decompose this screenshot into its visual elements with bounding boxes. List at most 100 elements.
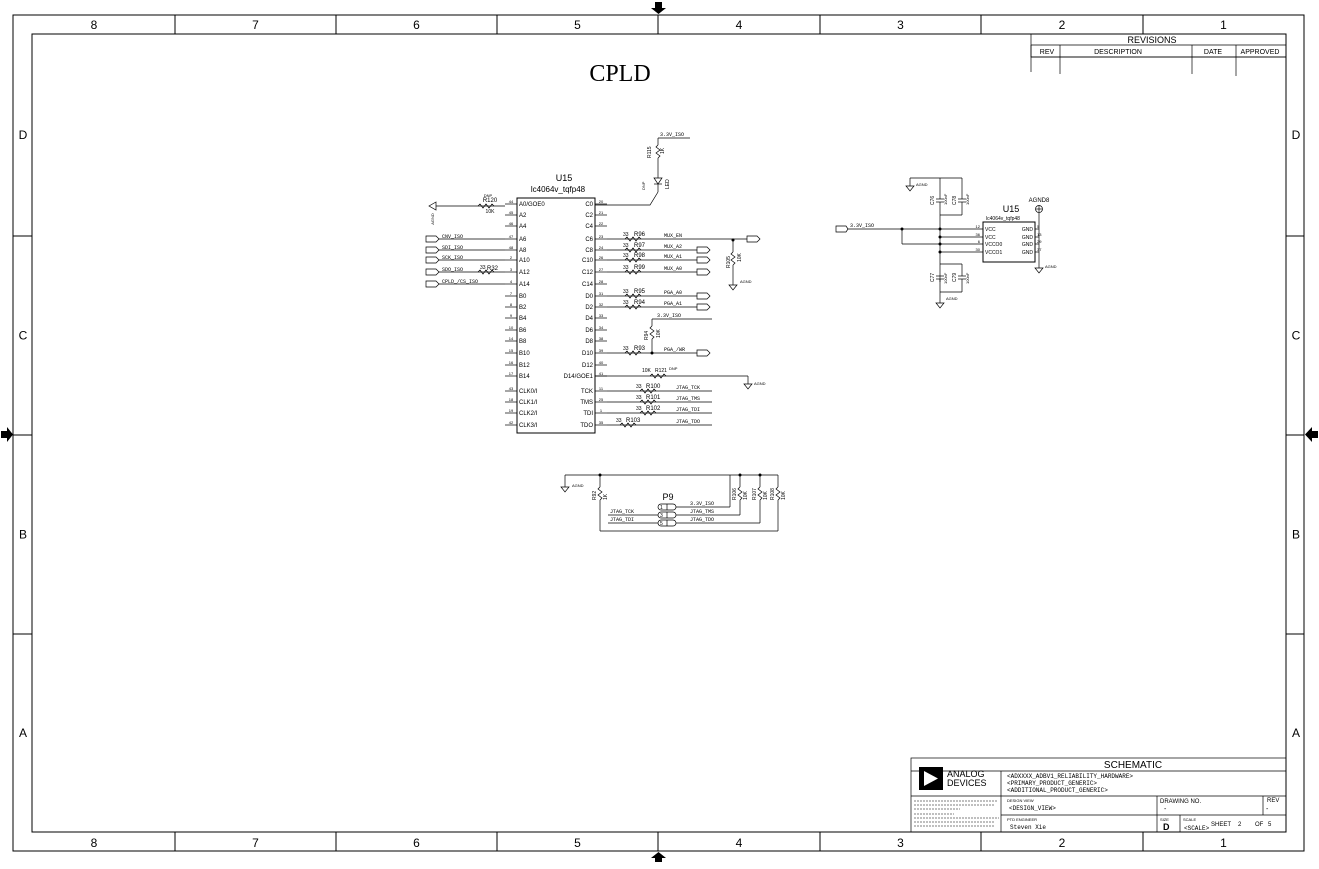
title-desc1: <ADXXXX_ADBV1_RELIABILITY_HARDWARE> — [1007, 773, 1133, 780]
resistor-icon — [624, 304, 642, 310]
jtag-resistor-ref: R102 — [646, 406, 661, 412]
jtag-resistor-ref: R100 — [646, 384, 661, 390]
column-label-bottom: 5 — [574, 836, 581, 850]
of-value: 5 — [1268, 822, 1272, 828]
u15-left-pin-number: 14 — [509, 336, 514, 341]
sheet-label: SHEET — [1211, 822, 1231, 828]
u15-left-pin-name: B4 — [519, 316, 527, 322]
u15-right-pin-number: 41 — [599, 371, 604, 376]
company-line1: ANALOG — [947, 769, 985, 779]
u15-left-pin-name: B12 — [519, 363, 530, 369]
r121-ref: R121 — [655, 368, 667, 374]
u15-left-pin-number: 45 — [509, 210, 514, 215]
u15-right-pin-number: 22 — [599, 221, 604, 226]
u15-right-pin-number: 24 — [599, 245, 604, 250]
column-label-bottom: 4 — [736, 836, 743, 850]
date-header: DATE — [1204, 49, 1222, 56]
u15-left-pin-number: 48 — [509, 245, 514, 250]
jtag-resistor-ref: R103 — [626, 418, 641, 424]
u15-left-pin-name: B8 — [519, 339, 527, 345]
c76-ref: C76 — [930, 196, 936, 205]
u15-left-pin-number: 42 — [509, 420, 514, 425]
agnd-label-1: AGND — [430, 213, 435, 225]
r106-value: 10K — [743, 490, 749, 500]
column-label-bottom: 2 — [1059, 836, 1066, 850]
design-view-label: DESIGN VIEW — [1007, 798, 1034, 803]
column-label-top: 8 — [91, 18, 98, 32]
drawing-no-value: - — [1164, 806, 1167, 813]
u15-left-pin-name: A6 — [519, 237, 527, 243]
u15-right-pin-number: 32 — [599, 302, 604, 307]
net-port-icon — [696, 349, 711, 357]
u15-left-pin-number: 2 — [510, 255, 513, 260]
rev-value: - — [1266, 806, 1269, 813]
agnd-label-pwr3: AGND — [1045, 264, 1057, 269]
column-ticks — [174, 15, 1144, 851]
right-net-label: MUX_EN — [664, 233, 682, 239]
c78-ref: C78 — [952, 196, 958, 205]
u15-right-pin-number: 27 — [599, 267, 604, 272]
u15-left-pin-name: B10 — [519, 351, 530, 357]
resistor-icon — [477, 269, 495, 275]
row-label-left: C — [19, 329, 28, 343]
agnd-label-r121: AGND — [754, 381, 766, 386]
net-port-icon — [696, 268, 711, 276]
r106-ref: R106 — [732, 488, 738, 500]
right-resistor-value: 33 — [623, 243, 629, 249]
pwr-pin-number: 12 — [976, 224, 981, 229]
page-title: CPLD — [589, 61, 650, 87]
pwr-pin-name: VCC — [985, 235, 996, 241]
u15-right-pin-number: 40 — [599, 360, 604, 365]
u15-left-pin-name: A4 — [519, 224, 527, 230]
u15-right-pin-name: C14 — [582, 282, 594, 288]
u15-right-pin-name: TMS — [580, 400, 593, 406]
c77-value: 100nF — [943, 272, 948, 284]
u15-right-pin-number: 28 — [599, 279, 604, 284]
c77-ref: C77 — [930, 273, 936, 282]
p9-pin-number: 1 — [660, 505, 663, 511]
r121-dnp: DNP — [669, 366, 678, 371]
u15-right-pin-name: D4 — [585, 316, 593, 322]
resistor-icon — [624, 293, 642, 299]
scale-label: SCALE — [1183, 817, 1196, 822]
c76-value: 100nF — [943, 193, 948, 205]
u15-right-pin-name: D8 — [585, 339, 593, 345]
description-header: DESCRIPTION — [1094, 49, 1142, 56]
u15-left-pin-number: 46 — [509, 221, 514, 226]
pwr-pin-name: GND — [1022, 235, 1034, 241]
column-label-top: 4 — [736, 18, 743, 32]
r121-value: 10K — [642, 368, 652, 374]
u15-part: lc4064v_tqfp48 — [531, 185, 586, 194]
right-center-arrow-icon — [1305, 427, 1318, 442]
pwr-pin-number: 13 — [1037, 232, 1042, 237]
right-resistor-ref: R97 — [634, 243, 646, 249]
left-nets: CNV_ISOSDI_ISOSCK_ISOSDO_ISOCPLD_/CS_ISO… — [425, 234, 505, 288]
right-resistor-ref: R93 — [634, 346, 646, 352]
p9-ref: P9 — [662, 492, 673, 502]
jtag-resistor-value: 33 — [616, 418, 622, 424]
u15-left-pin-name: A12 — [519, 270, 530, 276]
c79-value: 100nF — [965, 272, 970, 284]
net-port-icon — [425, 246, 440, 254]
size-label: SIZE — [1160, 817, 1169, 822]
pwr-pin-name: VCCO0 — [985, 242, 1002, 248]
net-port-icon — [425, 268, 440, 276]
net-port-icon — [425, 256, 440, 264]
revisions-title: REVISIONS — [1127, 35, 1176, 45]
column-label-top: 3 — [897, 18, 904, 32]
legal-text-lines — [914, 800, 999, 827]
u15-left-pin-name: A0/GOE0 — [519, 202, 545, 208]
u15-ref: U15 — [556, 173, 573, 183]
row-label-left: A — [19, 726, 27, 740]
agnd-label-p9: AGND — [572, 483, 584, 488]
c79-ref: C79 — [952, 273, 958, 282]
right-resistor-ref: R98 — [634, 253, 646, 259]
u15-right-pin-name: C8 — [585, 248, 593, 254]
u15-right-pin-number: 1 — [600, 408, 603, 413]
pwr-pin-name: VCC — [985, 227, 996, 233]
right-resistor-value: 33 — [623, 346, 629, 352]
u15-right-pin-number: 35 — [599, 420, 604, 425]
u15-main-symbol: U15 lc4064v_tqfp48 44A0/GOE045A246A447A6… — [505, 173, 607, 434]
